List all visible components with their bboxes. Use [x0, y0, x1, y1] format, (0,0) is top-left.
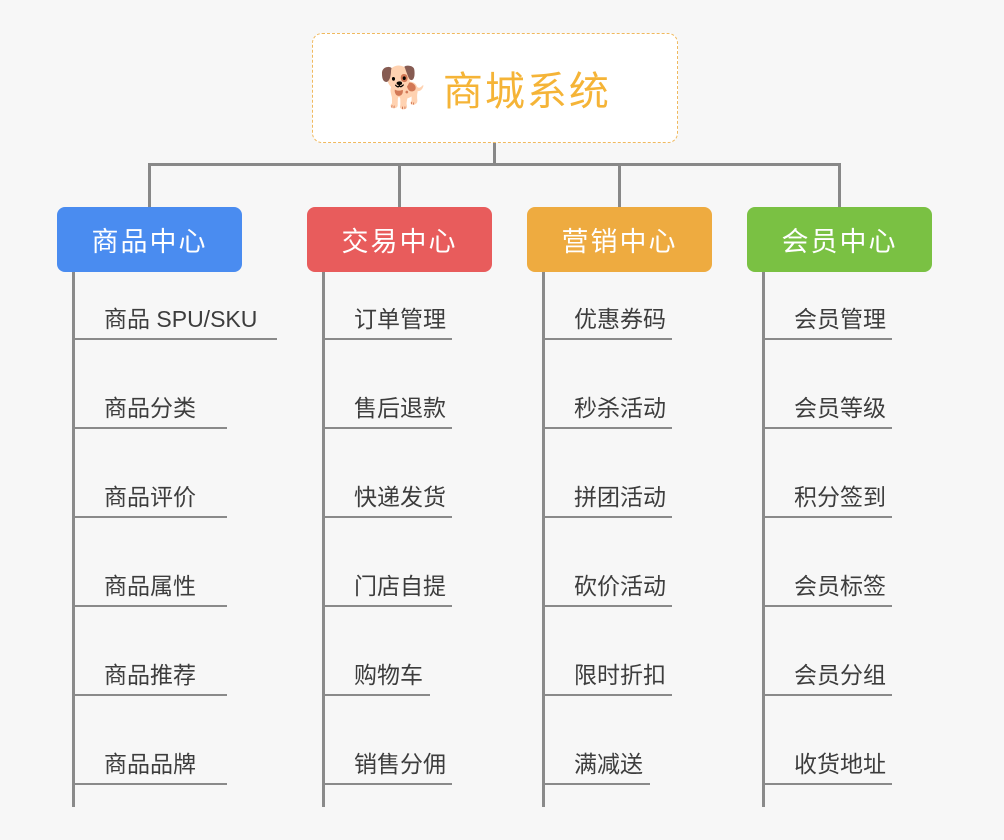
leaf-label: 会员等级 [794, 395, 886, 421]
root-node[interactable]: 🐕 商城系统 [312, 33, 678, 143]
leaf-label: 会员标签 [794, 573, 886, 599]
leaf-underline [762, 338, 892, 340]
category-box-member-center[interactable]: 会员中心 [747, 207, 932, 272]
category-box-product-center[interactable]: 商品中心 [57, 207, 242, 272]
leaf-label: 售后退款 [354, 395, 446, 421]
leaf-label: 购物车 [354, 662, 423, 688]
category-box-marketing-center[interactable]: 营销中心 [527, 207, 712, 272]
leaf-label: 拼团活动 [574, 484, 666, 510]
leaf-underline [542, 694, 672, 696]
leaf-underline [322, 427, 452, 429]
branch-marketing-center: 优惠券码 秒杀活动 拼团活动 砍价活动 限时折扣 满减送 [542, 272, 762, 822]
leaf-underline [72, 516, 227, 518]
connector-horizontal-bar [148, 163, 840, 166]
leaf-underline [762, 427, 892, 429]
category-label: 交易中心 [341, 227, 458, 257]
leaf-label: 秒杀活动 [574, 395, 666, 421]
dog-face-icon: 🐕 [379, 66, 429, 110]
leaf-label: 优惠券码 [574, 306, 666, 332]
leaf-underline [542, 605, 672, 607]
leaf-underline [72, 694, 227, 696]
branch-member-center: 会员管理 会员等级 积分签到 会员标签 会员分组 收货地址 [762, 272, 982, 822]
leaf-underline [72, 783, 227, 785]
connector-drop-trade-center [398, 163, 401, 209]
leaf-underline [322, 516, 452, 518]
leaf-underline [542, 338, 672, 340]
leaf-label: 快递发货 [354, 484, 446, 510]
leaf-label: 商品 SPU/SKU [104, 306, 258, 332]
leaf-underline [72, 427, 227, 429]
connector-drop-product-center [148, 163, 151, 209]
branch-trunk [72, 272, 75, 807]
leaf-underline [762, 516, 892, 518]
leaf-label: 商品推荐 [104, 662, 196, 688]
leaf-label: 商品评价 [104, 484, 196, 510]
leaf-underline [322, 338, 452, 340]
leaf-label: 商品分类 [104, 395, 196, 421]
leaf-underline [72, 338, 277, 340]
branch-trunk [322, 272, 325, 807]
leaf-underline [322, 605, 452, 607]
leaf-label: 满减送 [574, 751, 643, 777]
leaf-label: 砍价活动 [574, 573, 666, 599]
leaf-underline [322, 783, 452, 785]
branch-trade-center: 订单管理 售后退款 快递发货 门店自提 购物车 销售分佣 [322, 272, 542, 822]
category-box-trade-center[interactable]: 交易中心 [307, 207, 492, 272]
connector-drop-marketing-center [618, 163, 621, 209]
leaf-underline [542, 783, 650, 785]
leaf-label: 会员管理 [794, 306, 886, 332]
leaf-label: 商品品牌 [104, 751, 196, 777]
leaf-label: 订单管理 [354, 306, 446, 332]
leaf-label: 收货地址 [794, 751, 886, 777]
category-label: 营销中心 [561, 227, 678, 257]
leaf-underline [542, 427, 672, 429]
leaf-label: 门店自提 [354, 573, 446, 599]
root-title: 商城系统 [442, 70, 611, 114]
leaf-underline [762, 605, 892, 607]
leaf-label: 积分签到 [794, 484, 886, 510]
leaf-underline [72, 605, 227, 607]
connector-drop-member-center [838, 163, 841, 209]
leaf-label: 商品属性 [104, 573, 196, 599]
leaf-underline [322, 694, 430, 696]
connector-root-stem [493, 143, 496, 165]
leaf-underline [542, 516, 672, 518]
category-label: 商品中心 [91, 227, 208, 257]
branch-product-center: 商品 SPU/SKU 商品分类 商品评价 商品属性 商品推荐 商品品牌 [72, 272, 332, 822]
leaf-underline [762, 783, 892, 785]
leaf-underline [762, 694, 892, 696]
branch-trunk [542, 272, 545, 807]
leaf-label: 销售分佣 [354, 751, 446, 777]
leaf-label: 限时折扣 [574, 662, 666, 688]
branch-trunk [762, 272, 765, 807]
leaf-label: 会员分组 [794, 662, 886, 688]
category-label: 会员中心 [781, 227, 898, 257]
